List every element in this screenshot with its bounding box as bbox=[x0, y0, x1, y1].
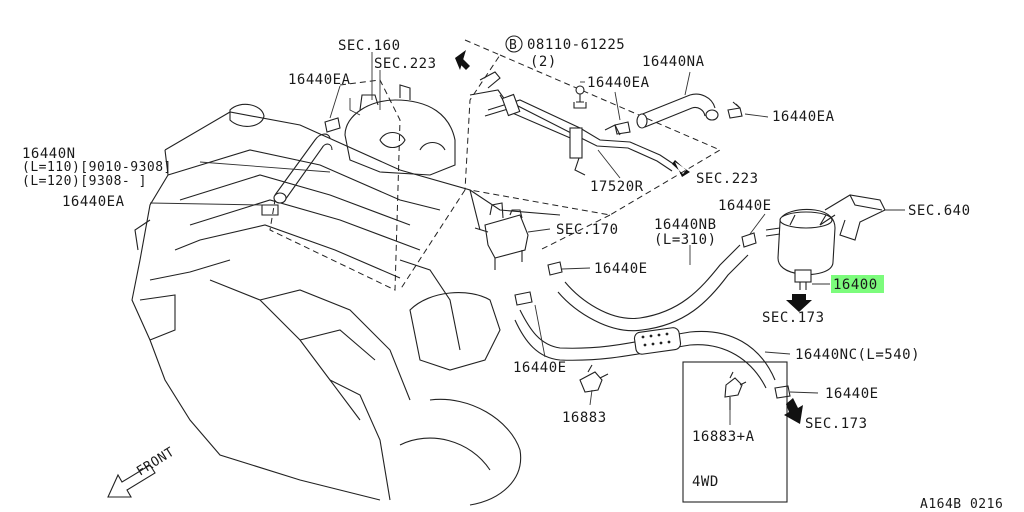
bolt-number: 08110-61225 bbox=[527, 37, 625, 53]
arrow-to-sec223-top bbox=[455, 50, 470, 70]
label-inset-4wd: 4WD bbox=[692, 474, 719, 490]
highlight-16400 bbox=[831, 275, 884, 293]
label-sec173-filter: SEC.173 bbox=[762, 310, 825, 326]
arrow-to-sec173-filter bbox=[786, 294, 812, 312]
label-16440EA-right: 16440EA bbox=[772, 109, 835, 125]
hose-16440NA bbox=[636, 93, 719, 129]
engine-block bbox=[131, 103, 561, 506]
arrow-to-sec173-bottom bbox=[784, 398, 803, 424]
clamps bbox=[261, 101, 791, 399]
connector-sec170 bbox=[474, 202, 529, 270]
label-sec223-right: SEC.223 bbox=[696, 171, 759, 187]
flow-arrows bbox=[455, 50, 812, 424]
label-17520R: 17520R bbox=[590, 179, 644, 195]
label-sec160: SEC.160 bbox=[338, 38, 401, 54]
bolt-circle-letter: B bbox=[509, 38, 517, 53]
clip-16883 bbox=[579, 364, 609, 393]
label-16440E-clamp: 16440E bbox=[594, 261, 648, 277]
label-16440N-len1: (L=110)[9010-9308] bbox=[22, 160, 172, 175]
label-16440EA-mid: 16440EA bbox=[587, 75, 650, 91]
arrow-to-sec223-right bbox=[672, 160, 690, 177]
hose-16440NC bbox=[514, 309, 776, 389]
label-16400: 16400 bbox=[833, 277, 878, 293]
diagram-code: A164B 0216 bbox=[920, 497, 1003, 512]
label-16440NA: 16440NA bbox=[642, 54, 705, 70]
label-sec173-bottom: SEC.173 bbox=[805, 416, 868, 432]
fuel-pipe-assembly bbox=[469, 71, 676, 176]
label-sec170: SEC.170 bbox=[556, 222, 619, 238]
inset-4wd-box bbox=[682, 361, 788, 503]
label-16440N: 16440N bbox=[22, 146, 76, 162]
label-front: FRONT bbox=[134, 445, 177, 480]
label-16440EA-left: 16440EA bbox=[62, 194, 125, 210]
hose-16440N bbox=[273, 133, 333, 204]
label-16883A: 16883+A bbox=[692, 429, 755, 445]
bolt-callout: B 08110-61225 (2) bbox=[505, 35, 625, 70]
label-16440EA-top: 16440EA bbox=[288, 72, 351, 88]
throttle-chamber bbox=[344, 84, 456, 176]
label-16440NB-len: (L=310) bbox=[654, 232, 717, 248]
front-arrow bbox=[107, 464, 156, 498]
fuel-filter bbox=[765, 208, 836, 290]
label-16440N-len2: (L=120)[9308- ] bbox=[22, 174, 147, 189]
label-16440E-filter: 16440E bbox=[718, 198, 772, 214]
filter-bracket bbox=[819, 194, 886, 241]
label-16883: 16883 bbox=[562, 410, 607, 426]
hose-16440NB bbox=[557, 244, 749, 332]
label-16440E-low: 16440E bbox=[513, 360, 567, 376]
bolt-qty: (2) bbox=[530, 54, 557, 70]
label-16440E-right: 16440E bbox=[825, 386, 879, 402]
label-16440NB: 16440NB bbox=[654, 217, 717, 233]
label-sec640: SEC.640 bbox=[908, 203, 971, 219]
label-sec223-top: SEC.223 bbox=[374, 56, 437, 72]
label-16440NC: 16440NC(L=540) bbox=[795, 347, 920, 363]
leader-lines bbox=[149, 52, 905, 425]
